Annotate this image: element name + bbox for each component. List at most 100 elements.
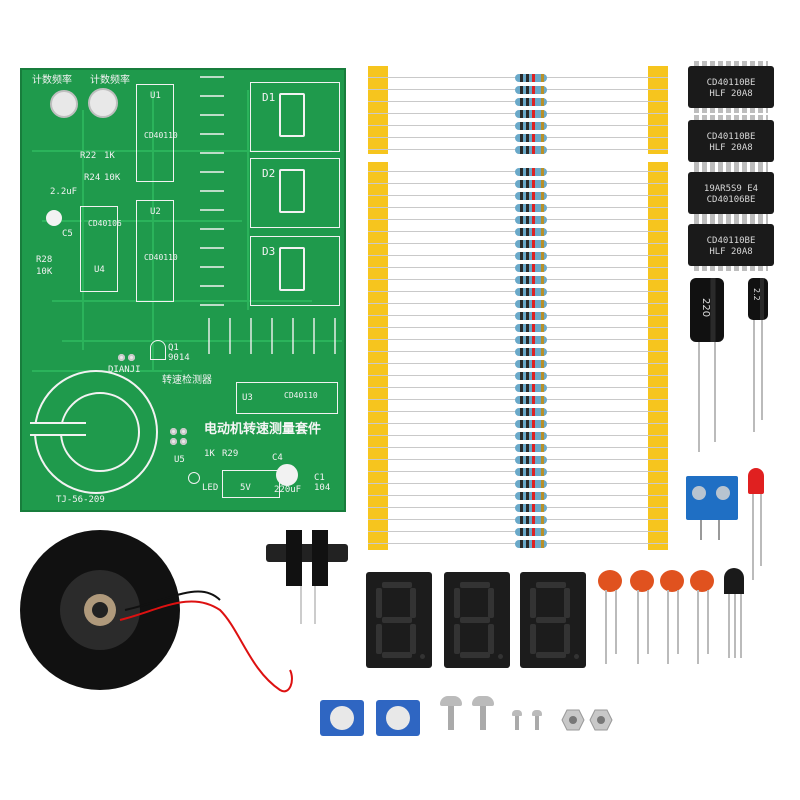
ceramic-cap-2 [630, 570, 654, 592]
trim-pot-2 [88, 88, 118, 118]
r24-value: 10K [104, 173, 121, 183]
u2-footprint [136, 200, 174, 302]
trim-pot-1 [50, 90, 78, 118]
d1-label: D1 [262, 91, 276, 104]
r28-value: 10K [36, 267, 53, 277]
resistor [368, 312, 668, 320]
r22-label: R22 [80, 151, 97, 161]
resistor [368, 384, 668, 392]
u3-label: U3 [242, 393, 253, 403]
resistor [368, 408, 668, 416]
resistor [368, 468, 668, 476]
q1-footprint [150, 340, 166, 360]
resistor-row [208, 318, 338, 354]
resistor [368, 300, 668, 308]
resistor [368, 180, 668, 188]
resistor [368, 528, 668, 536]
resistor [368, 420, 668, 428]
ceramic-cap-3 [660, 570, 684, 592]
speed-detector-label: 转速检测器 [162, 375, 212, 386]
d3-footprint [250, 236, 340, 306]
resistor [368, 134, 668, 142]
resistor [368, 336, 668, 344]
d2-footprint [250, 158, 340, 228]
c4-value: 220uF [274, 485, 302, 495]
resistor [368, 168, 668, 176]
resistor [368, 516, 668, 524]
resistor [368, 288, 668, 296]
resistor [368, 240, 668, 248]
nut-icon [561, 709, 613, 731]
c1-value: 104 [314, 483, 331, 493]
resistor [368, 456, 668, 464]
d3-label: D3 [262, 245, 276, 258]
q1-part: 9014 [168, 353, 190, 363]
u4-label: U4 [94, 265, 105, 275]
c4-label: C4 [272, 453, 283, 463]
resistor [368, 252, 668, 260]
photo-interrupter-icon [266, 544, 348, 562]
transistor [724, 568, 744, 594]
resistor [368, 146, 668, 154]
resistor [368, 264, 668, 272]
screw-small-icon-2 [532, 710, 542, 716]
tape-right-bottom [648, 162, 668, 550]
led-label: LED [202, 483, 219, 493]
power-label: 5V [240, 483, 251, 493]
resistor [368, 504, 668, 512]
c5-label: C5 [62, 229, 73, 239]
resistor [368, 396, 668, 404]
u4-chip: CD40106 [88, 219, 122, 228]
tape-right-top [648, 66, 668, 154]
pcb-board: 计数频率 计数频率 R22 1K R24 10K 2.2uF C5 U1 CD4… [20, 68, 346, 512]
resistor [368, 444, 668, 452]
power-terminal-footprint [222, 470, 280, 498]
r24-label: R24 [84, 173, 101, 183]
resistor [368, 110, 668, 118]
resistor [368, 74, 668, 82]
resistor [368, 216, 668, 224]
c1-label: C1 [314, 473, 325, 483]
ceramic-cap-4 [690, 570, 714, 592]
potentiometer-icon [320, 700, 364, 736]
screw-icon-2 [472, 696, 494, 706]
potentiometer-icon-2 [376, 700, 420, 736]
u3-footprint [236, 382, 338, 414]
pcb-title: 电动机转速测量套件 [204, 422, 322, 437]
d2-label: D2 [262, 167, 276, 180]
u1-footprint [136, 84, 174, 182]
u1-chip: CD40110 [144, 131, 178, 140]
u2-chip: CD40110 [144, 253, 178, 262]
r28-label: R28 [36, 255, 53, 265]
u4-footprint [80, 206, 118, 292]
motor-wires [119, 590, 293, 693]
c5-value: 2.2uF [50, 187, 78, 197]
u1-label: U1 [150, 91, 161, 101]
resistor [368, 492, 668, 500]
tape-left-bottom [368, 162, 388, 550]
resistor [368, 360, 668, 368]
led-red [748, 468, 764, 494]
resistor [368, 192, 668, 200]
terminal-block [686, 476, 738, 520]
tape-left-top [368, 66, 388, 154]
u3-chip: CD40110 [284, 391, 318, 400]
resistor [368, 348, 668, 356]
capacitor-large: 220 [690, 278, 724, 342]
u5-label: U5 [174, 455, 185, 465]
r29-value: 1K [204, 449, 215, 459]
capacitor-small: 2.2 [748, 278, 768, 320]
q1-label: Q1 [168, 343, 179, 353]
screw-icon [440, 696, 462, 706]
resistor [368, 432, 668, 440]
dianji-label: DIANJI [108, 365, 141, 375]
resistor [368, 86, 668, 94]
resistor [368, 98, 668, 106]
resistor [368, 540, 668, 548]
seven-segment-icon [520, 572, 586, 668]
c4-footprint [276, 464, 298, 486]
resistor [368, 324, 668, 332]
